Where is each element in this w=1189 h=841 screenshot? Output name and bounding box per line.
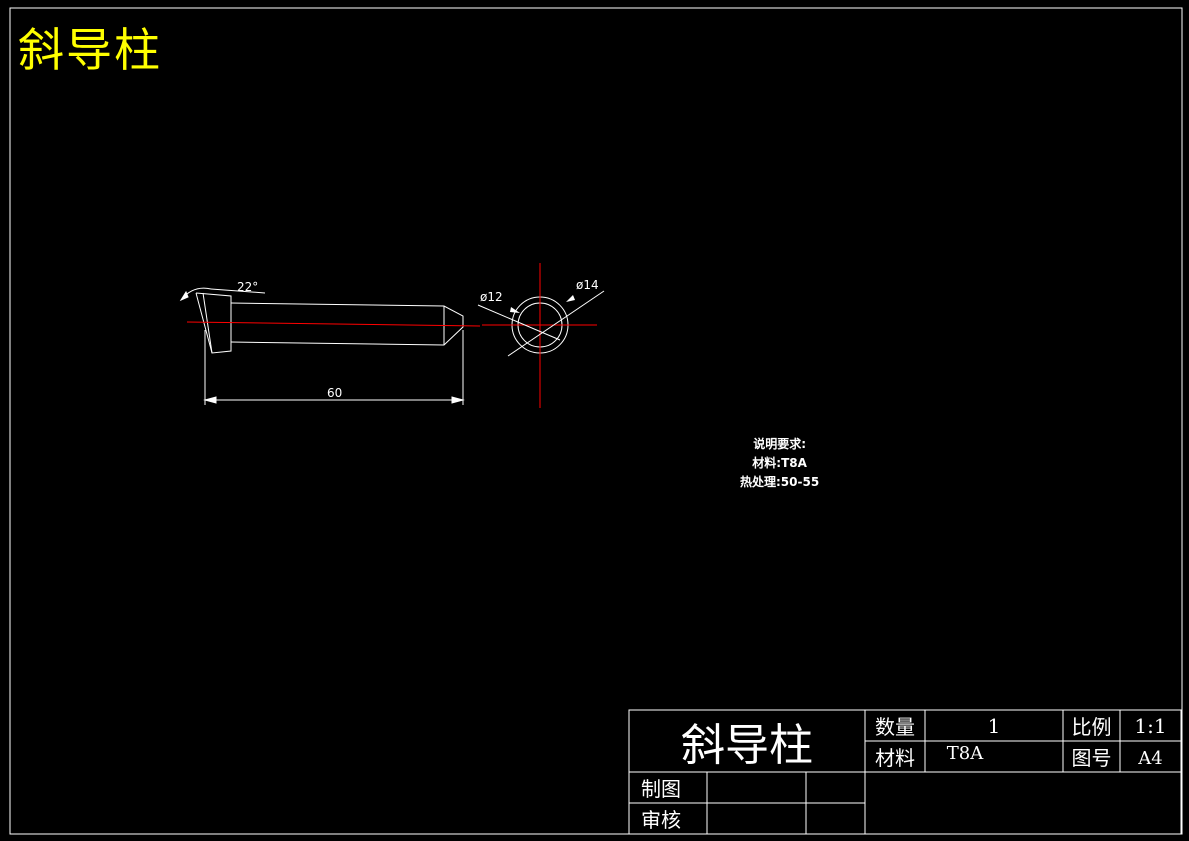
inner-diameter-leader xyxy=(477,304,561,341)
length-dimension xyxy=(203,330,465,405)
title-block-quantity-label: 数量 xyxy=(875,715,915,739)
part-shaft-outline xyxy=(230,302,464,346)
part-head-outline xyxy=(195,292,232,354)
sheet-frame xyxy=(9,7,1183,835)
title-block-material-value: T8A xyxy=(946,743,984,764)
notes-heat-treatment: 热处理:50-55 xyxy=(740,475,820,489)
title-block-quantity-value: 1 xyxy=(987,713,1001,738)
angle-label: 22° xyxy=(237,280,258,294)
notes-heading: 说明要求: xyxy=(753,437,806,451)
drawing-title: 斜导柱 xyxy=(18,23,162,77)
angle-dimension xyxy=(179,287,266,302)
title-block-part-name: 斜导柱 xyxy=(681,720,813,771)
title-block-scale-label: 比例 xyxy=(1071,715,1112,739)
part-end-view xyxy=(477,263,605,408)
inner-diameter-label: ø12 xyxy=(480,290,503,304)
length-label: 60 xyxy=(327,386,342,400)
part-centerline xyxy=(186,321,481,327)
part-head-inner-edge xyxy=(202,292,213,354)
title-block-checked-label: 审核 xyxy=(641,808,681,832)
title-block-drawn-label: 制图 xyxy=(641,777,681,801)
part-side-view xyxy=(195,292,464,354)
technical-notes: 说明要求: 材料:T8A 热处理:50-55 xyxy=(740,435,819,492)
title-block-drawing-no-label: 图号 xyxy=(1071,746,1112,770)
title-block-grid xyxy=(628,709,1182,835)
outer-diameter-leader xyxy=(507,290,605,357)
title-block-material-label: 材料 xyxy=(875,746,915,770)
notes-material: 材料:T8A xyxy=(752,456,807,470)
outer-diameter-label: ø14 xyxy=(576,278,599,292)
title-block-scale-value: 1:1 xyxy=(1134,713,1167,738)
title-block-drawing-no-value: A4 xyxy=(1138,748,1163,769)
